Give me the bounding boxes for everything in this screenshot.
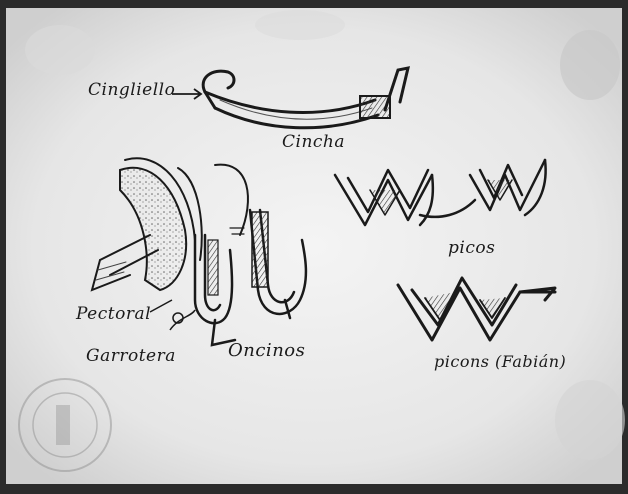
label-pectoral: Pectoral (76, 304, 151, 324)
stain (560, 30, 620, 100)
archive-stamp (19, 379, 111, 471)
stain (25, 25, 95, 75)
label-cingliello: Cingliello (88, 80, 175, 100)
label-picos: picos (448, 238, 495, 258)
stain (255, 10, 345, 40)
label-oncinos: Oncinos (228, 340, 305, 361)
label-garrotera: Garrotera (86, 346, 176, 366)
label-cincha: Cincha (282, 132, 345, 152)
label-picons: picons (Fabián) (434, 352, 566, 371)
stain (555, 380, 625, 460)
